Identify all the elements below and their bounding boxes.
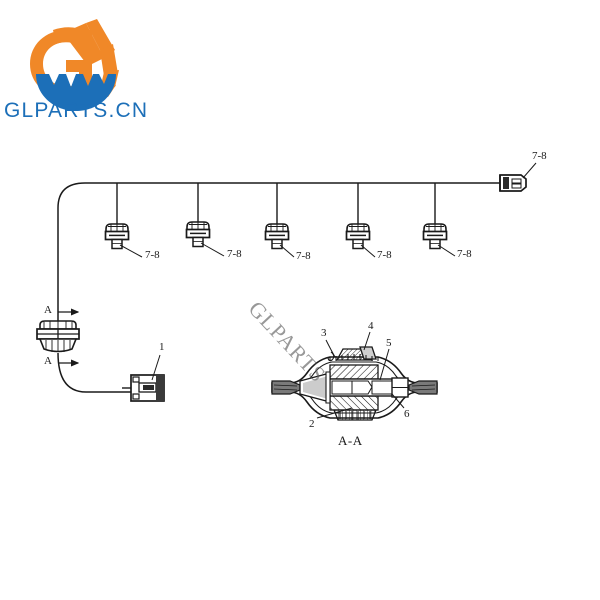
connector-label-4: 7-8 bbox=[377, 249, 392, 261]
plug-connector-label: 1 bbox=[159, 341, 165, 353]
splice-connector[interactable] bbox=[36, 320, 80, 353]
callout-label-3: 3 bbox=[321, 327, 327, 339]
connector-label-2: 7-8 bbox=[227, 248, 242, 260]
harness-connector-1[interactable] bbox=[104, 223, 130, 250]
connector-label-3: 7-8 bbox=[296, 250, 311, 262]
callout-label-6: 6 bbox=[404, 408, 410, 420]
harness-branch-wires bbox=[116, 183, 436, 225]
section-view-title: A-A bbox=[338, 433, 363, 448]
plug-connector[interactable] bbox=[122, 374, 165, 402]
callout-label-2: 2 bbox=[309, 418, 315, 430]
harness-connector-3[interactable] bbox=[264, 223, 290, 250]
callout-label-4: 4 bbox=[368, 320, 374, 332]
brand-wordmark: GLPARTS.CN bbox=[4, 99, 149, 122]
harness-connector-2[interactable] bbox=[185, 221, 211, 248]
end-connector-leader bbox=[522, 162, 537, 179]
section-callout-leaders bbox=[316, 331, 405, 419]
section-mark-bottom-label: A bbox=[44, 355, 52, 367]
section-mark-top-label: A bbox=[44, 304, 52, 316]
connector-label-5: 7-8 bbox=[457, 248, 472, 260]
section-view-aa bbox=[271, 331, 438, 421]
drop-connector-group bbox=[104, 221, 448, 250]
harness-connector-5[interactable] bbox=[422, 223, 448, 250]
harness-connector-4[interactable] bbox=[345, 223, 371, 250]
callout-label-5: 5 bbox=[386, 337, 392, 349]
harness-main-cable bbox=[57, 182, 500, 393]
section-cut-arrows bbox=[58, 308, 80, 367]
plug-connector-leader bbox=[151, 354, 161, 381]
connector-label-1: 7-8 bbox=[145, 249, 160, 261]
connector-leader-lines bbox=[119, 242, 456, 258]
end-connector[interactable] bbox=[499, 174, 527, 192]
end-connector-label: 7-8 bbox=[532, 150, 547, 162]
